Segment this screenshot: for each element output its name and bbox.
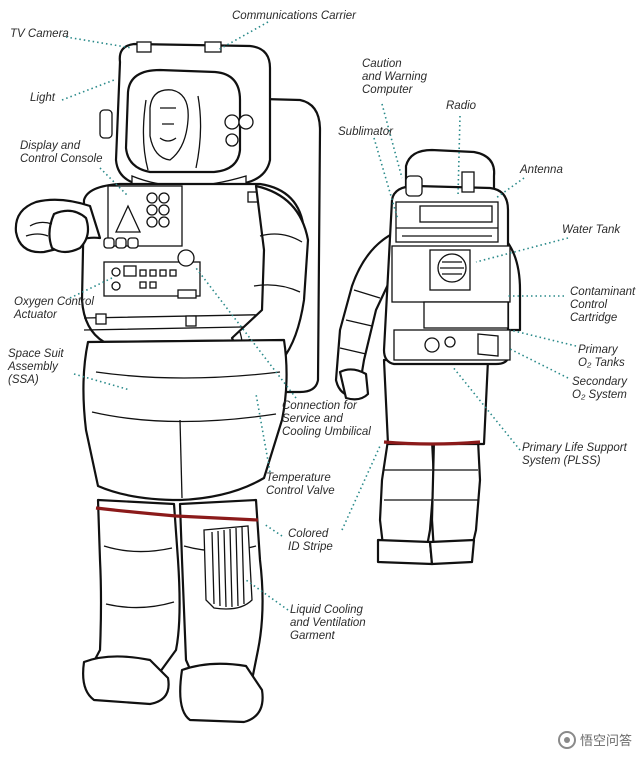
- label-sublimator: Sublimator: [338, 126, 393, 138]
- label-temperature-control-valve: Temperature Control Valve: [266, 472, 335, 497]
- label-water-tank: Water Tank: [562, 224, 621, 236]
- watermark-text: 悟空问答: [579, 734, 632, 749]
- label-connection-service-cooling: Connection for Service and Cooling Umbil…: [282, 400, 371, 438]
- front-astronaut-figure: [14, 41, 322, 724]
- label-contaminant-control-cartridge: Contaminant Control Cartridge: [570, 286, 636, 324]
- label-radio: Radio: [446, 100, 477, 112]
- label-light: Light: [30, 92, 55, 104]
- wukong-logo-icon: [557, 730, 576, 749]
- label-display-control-console: Display and Control Console: [20, 140, 103, 165]
- label-space-suit-assembly: Space Suit Assembly (SSA): [8, 348, 64, 386]
- label-colored-id-stripe: Colored ID Stripe: [288, 528, 333, 553]
- watermark: 悟空问答: [557, 730, 632, 749]
- label-liquid-cooling-garment: Liquid Cooling and Ventilation Garment: [290, 604, 366, 642]
- back-astronaut-figure: [334, 148, 522, 566]
- label-oxygen-control-actuator: Oxygen Control Actuator: [14, 296, 94, 321]
- label-communications-carrier: Communications Carrier: [232, 10, 356, 22]
- label-secondary-o2-system: Secondary O₂ System: [572, 376, 627, 401]
- label-caution-warning-computer: Caution and Warning Computer: [362, 58, 427, 96]
- label-primary-o2-tanks: Primary O₂ Tanks: [578, 344, 625, 369]
- label-antenna: Antenna: [520, 164, 563, 176]
- label-tv-camera: TV Camera: [10, 28, 69, 40]
- leader-lines: [61, 21, 577, 611]
- label-primary-life-support: Primary Life Support System (PLSS): [522, 442, 627, 467]
